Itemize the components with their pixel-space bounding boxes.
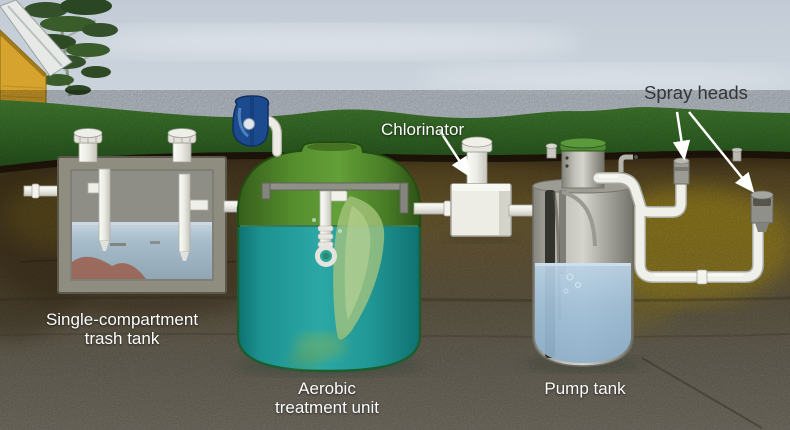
spray-heads-arrow-1 (672, 111, 691, 161)
spray-heads-arrow-2 (688, 111, 755, 193)
trash-tank-label-line2: trash tank (84, 329, 160, 348)
chlorinator-arrow (438, 130, 471, 178)
trash-tank-label: Single-compartment trash tank (22, 310, 222, 348)
clouds (80, 26, 790, 91)
pump-tank (523, 137, 643, 372)
trash-tank-riser-left (73, 128, 103, 163)
aerobic-treatment-unit (234, 140, 424, 376)
dome-hatch (307, 143, 357, 151)
chlorinator-riser (466, 149, 488, 189)
internal-baffle (261, 182, 409, 214)
aerobic-unit-label-line2: treatment unit (275, 398, 379, 417)
spray-head-2 (750, 190, 774, 232)
spray-heads-label-text: Spray heads (644, 82, 748, 103)
aerobic-unit-label-line1: Aerobic (298, 379, 356, 398)
air-drop-pipe (312, 190, 348, 267)
aerobic-unit-label: Aerobic treatment unit (227, 379, 427, 417)
spray-head-1 (673, 157, 690, 185)
inlet-tee-pipe (87, 168, 111, 251)
pump-tank-label: Pump tank (485, 379, 685, 398)
trash-tank (57, 156, 227, 294)
tree (24, 0, 118, 97)
pump-tank-water (535, 263, 631, 363)
chlorinator-label-text: Chlorinator (381, 120, 465, 139)
pump-tank-label-text: Pump tank (544, 379, 626, 398)
inlet-pipe (23, 183, 69, 199)
outlet-tee-pipe (178, 173, 209, 261)
chlorinator-label: Chlorinator (381, 120, 464, 139)
trash-tank-riser-right (167, 128, 197, 163)
trash-tank-label-line1: Single-compartment (45, 310, 199, 329)
callout-arrows (438, 111, 755, 193)
sludge (72, 256, 146, 279)
distribution-pipes (592, 172, 764, 285)
surface-vents (545, 143, 743, 172)
aerator-pump (232, 95, 282, 157)
spray-heads-label: Spray heads (644, 83, 748, 102)
chlorinator (447, 136, 515, 243)
